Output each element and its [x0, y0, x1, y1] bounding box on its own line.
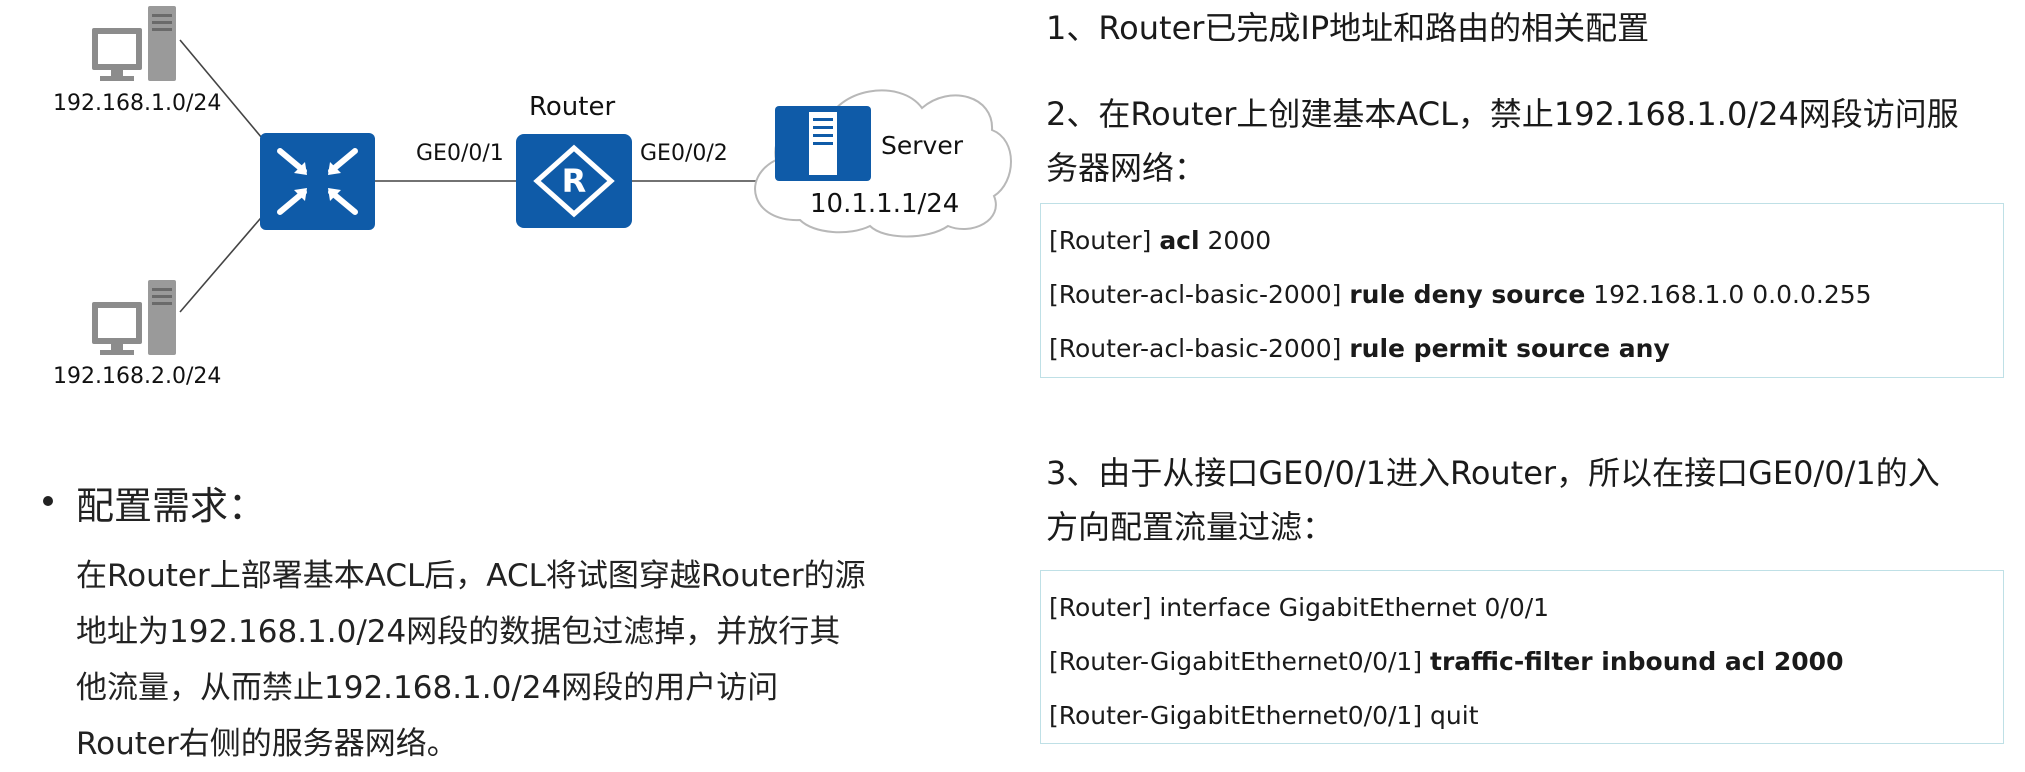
- switch-icon: [260, 133, 375, 230]
- server-label: Server: [881, 131, 964, 160]
- code-line: [Router-acl-basic-2000] rule permit sour…: [1049, 334, 1670, 363]
- pc-icon: [92, 6, 176, 81]
- port-right-label: GE0/0/2: [640, 141, 728, 166]
- requirement-line: 他流量，从而禁止192.168.1.0/24网段的用户访问: [76, 670, 779, 706]
- code-line: [Router-GigabitEthernet0/0/1] quit: [1049, 701, 1479, 730]
- step-2-line-2: 务器网络：: [1046, 149, 1207, 187]
- network-topology: 192.168.1.0/24 192.168.2.0/24 Router: [53, 6, 1012, 389]
- pc-top-label: 192.168.1.0/24: [53, 91, 221, 116]
- port-left-label: GE0/0/1: [416, 141, 504, 166]
- step-3-line-1: 3、由于从接口GE0/0/1进入Router，所以在接口GE0/0/1的入: [1046, 454, 1940, 492]
- code-line: [Router-GigabitEthernet0/0/1] traffic-fi…: [1049, 647, 1844, 676]
- step-1: 1、Router已完成IP地址和路由的相关配置: [1046, 9, 1650, 47]
- router-icon: R: [516, 134, 632, 228]
- requirement-line: Router右侧的服务器网络。: [76, 726, 458, 762]
- bullet-dot: [43, 496, 53, 506]
- code-block-acl: [Router] acl 2000 [Router-acl-basic-2000…: [1040, 203, 2004, 378]
- step-2-line-1: 2、在Router上创建基本ACL，禁止192.168.1.0/24网段访问服: [1046, 95, 1959, 133]
- requirement-line: 在Router上部署基本ACL后，ACL将试图穿越Router的源: [76, 558, 866, 594]
- code-line: [Router] interface GigabitEthernet 0/0/1: [1049, 593, 1550, 622]
- requirement-line: 地址为192.168.1.0/24网段的数据包过滤掉，并放行其: [76, 614, 841, 650]
- requirement-body: 在Router上部署基本ACL后，ACL将试图穿越Router的源 地址为192…: [76, 548, 956, 772]
- requirement-title: 配置需求：: [76, 484, 267, 528]
- svg-text:R: R: [562, 162, 587, 200]
- step-3-line-2: 方向配置流量过滤：: [1046, 508, 1335, 546]
- pc-icon: [92, 280, 176, 355]
- link-pc-top-switch: [179, 39, 273, 151]
- pc-bottom-label: 192.168.2.0/24: [53, 364, 221, 389]
- code-block-interface: [Router] interface GigabitEthernet 0/0/1…: [1040, 570, 2004, 744]
- code-line: [Router] acl 2000: [1049, 226, 1272, 255]
- code-line: [Router-acl-basic-2000] rule deny source…: [1049, 280, 1872, 309]
- router-label: Router: [529, 92, 615, 122]
- server-ip-label: 10.1.1.1/24: [810, 189, 959, 219]
- server-icon: [775, 106, 871, 181]
- links: [179, 39, 760, 313]
- link-pc-bottom-switch: [179, 204, 273, 313]
